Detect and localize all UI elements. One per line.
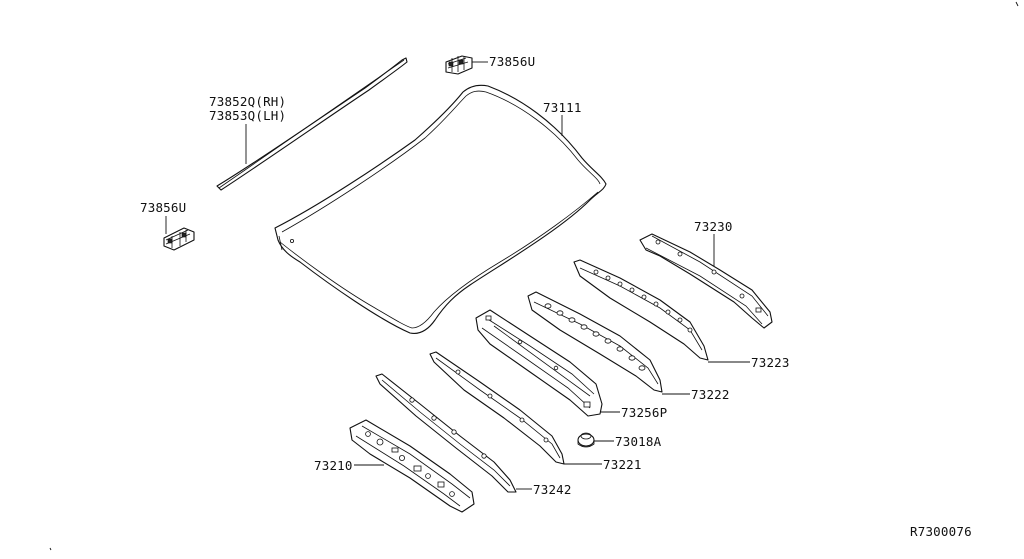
label-73230: 73230 — [694, 219, 733, 266]
corner-tick-mark-bottom — [49, 547, 52, 551]
rail-73221-part[interactable] — [429, 351, 565, 465]
part-number-73856u-left: 73856U — [140, 200, 186, 215]
front-rail-73210-part[interactable] — [349, 419, 475, 513]
reinforcement-73256p-part[interactable] — [475, 309, 603, 417]
corner-tick-mark — [1015, 1, 1019, 7]
part-number-73856u-top: 73856U — [489, 54, 535, 69]
part-number-73221: 73221 — [603, 457, 642, 472]
label-73852q-73853q: 73852Q(RH) 73853Q(LH) — [209, 94, 286, 164]
part-number-73853q-lh: 73853Q(LH) — [209, 108, 286, 123]
label-73856u-top: 73856U — [472, 54, 535, 69]
label-73018a: 73018A — [594, 434, 662, 449]
part-number-73210: 73210 — [314, 458, 353, 473]
roof-bow-73223-part[interactable] — [573, 259, 709, 361]
grommet-73018a-part[interactable] — [577, 432, 595, 448]
diagram-reference-id: R7300076 — [910, 524, 972, 539]
roof-panel-part[interactable] — [274, 84, 607, 334]
label-73111: 73111 — [543, 100, 582, 136]
label-73210: 73210 — [314, 458, 384, 473]
label-73221: 73221 — [564, 457, 642, 472]
part-number-73111: 73111 — [543, 100, 582, 115]
label-73256p: 73256P — [600, 405, 667, 420]
part-number-73256p: 73256P — [621, 405, 667, 420]
bow-73223-holes — [593, 269, 693, 333]
rail-73242-part[interactable] — [375, 373, 517, 493]
part-number-73230: 73230 — [694, 219, 733, 234]
roof-molding-part[interactable] — [216, 57, 408, 191]
label-73856u-left: 73856U — [140, 200, 186, 234]
rear-rail-73230-part[interactable] — [639, 233, 773, 329]
label-73242: 73242 — [516, 482, 572, 497]
label-73222: 73222 — [662, 387, 730, 402]
bow-73222-holes — [544, 303, 646, 371]
label-73223: 73223 — [708, 355, 790, 370]
part-number-73852q-rh: 73852Q(RH) — [209, 94, 286, 109]
part-number-73018a: 73018A — [615, 434, 662, 449]
clip-73856u-left-part[interactable] — [163, 227, 195, 251]
roof-bow-73222-part[interactable] — [527, 291, 663, 393]
part-number-73223: 73223 — [751, 355, 790, 370]
clip-73856u-top-part[interactable] — [445, 55, 473, 75]
part-number-73242: 73242 — [533, 482, 572, 497]
front-rail-holes — [365, 431, 455, 497]
part-number-73222: 73222 — [691, 387, 730, 402]
